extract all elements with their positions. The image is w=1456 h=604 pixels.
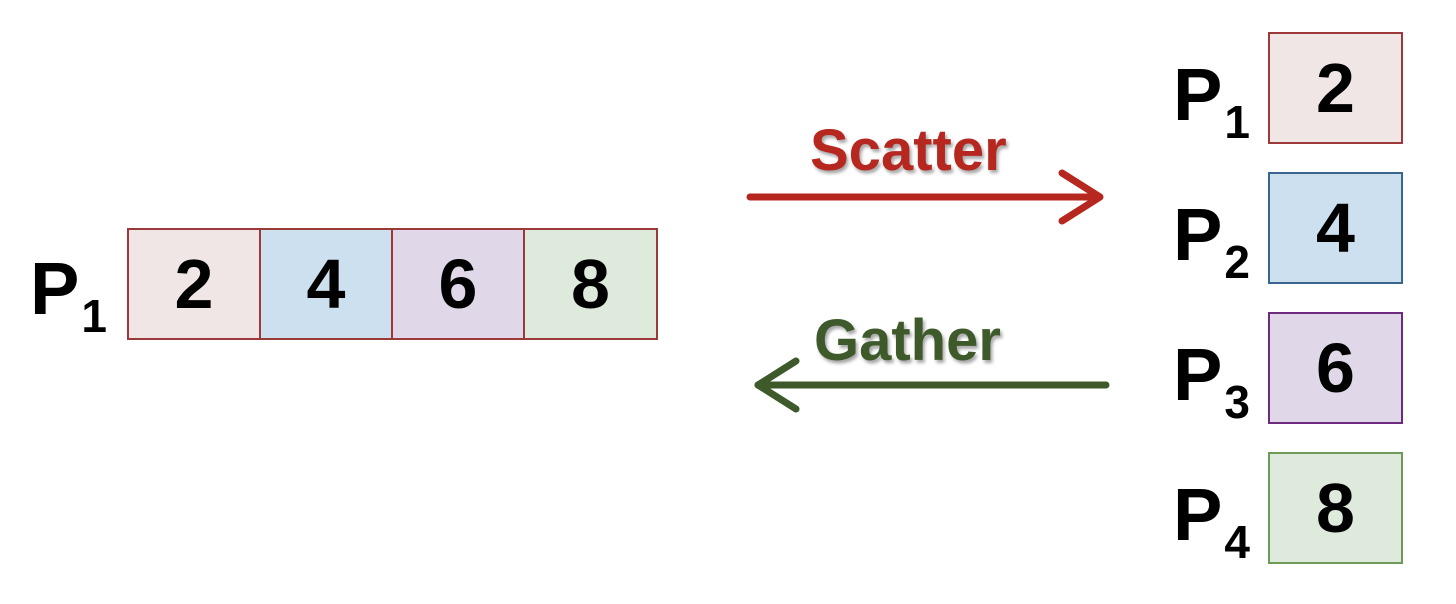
left-process-index: 1	[81, 290, 107, 342]
gather-label: Gather	[814, 308, 1001, 373]
left-process-label: P1	[30, 252, 107, 340]
scatter-label: Scatter	[810, 118, 1007, 183]
right-process-index: 2	[1224, 236, 1250, 288]
right-process-label: P1	[1173, 58, 1250, 146]
left-array-cell-value: 8	[571, 245, 610, 323]
right-process-cell: 6	[1268, 312, 1403, 424]
gather-arrow	[754, 357, 1110, 413]
left-array-cell: 6	[391, 228, 525, 340]
left-array-cell-value: 6	[438, 245, 478, 323]
right-process-label: P2	[1173, 198, 1250, 286]
left-array-cell-value: 4	[306, 245, 346, 323]
right-process-index: 1	[1224, 96, 1250, 148]
right-process-cell: 8	[1268, 452, 1403, 564]
right-process-letter: P	[1173, 193, 1223, 276]
right-process-cell: 2	[1268, 32, 1403, 144]
right-process-index: 4	[1224, 516, 1250, 568]
right-process-letter: P	[1173, 333, 1223, 416]
left-process-letter: P	[30, 247, 80, 330]
left-array-cell: 2	[127, 228, 261, 340]
left-array-cell-value: 2	[174, 245, 214, 323]
left-array-cell: 8	[523, 228, 658, 340]
right-process-value: 8	[1316, 469, 1355, 547]
right-process-index: 3	[1224, 376, 1250, 428]
right-process-cell: 4	[1268, 172, 1403, 284]
right-process-label: P4	[1173, 478, 1250, 566]
right-process-value: 4	[1316, 189, 1355, 267]
left-array-cell: 4	[259, 228, 393, 340]
right-process-value: 6	[1316, 329, 1355, 407]
right-process-letter: P	[1173, 473, 1223, 556]
right-process-label: P3	[1173, 338, 1250, 426]
right-process-value: 2	[1316, 49, 1355, 127]
scatter-arrow	[746, 169, 1104, 225]
right-process-letter: P	[1173, 53, 1223, 136]
